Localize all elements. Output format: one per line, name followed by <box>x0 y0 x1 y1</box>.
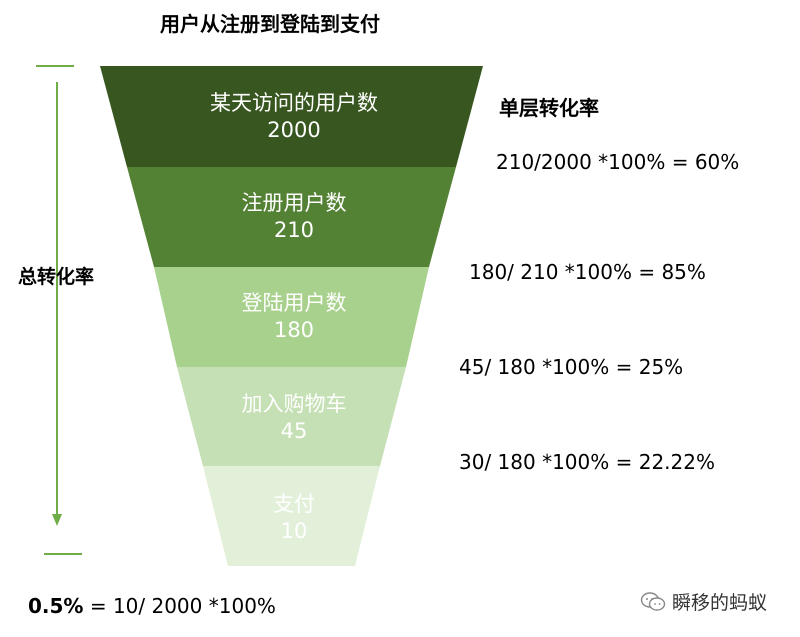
stage-label-1: 某天访问的用户数 2000 <box>180 90 408 144</box>
funnel-stage-3 <box>154 267 429 367</box>
stage-label-3: 登陆用户数 180 <box>180 290 408 344</box>
stage-label-4: 加入购物车 45 <box>180 391 408 445</box>
single-rate-heading: 单层转化率 <box>499 96 599 120</box>
total-rate-label: 总转化率 <box>18 266 95 288</box>
single-rate-1: 210/2000 *100% = 60% <box>496 150 740 174</box>
stage-name: 登陆用户数 <box>241 291 347 315</box>
stage-name: 某天访问的用户数 <box>210 91 378 115</box>
stage-value: 210 <box>273 218 315 242</box>
funnel-stage-4 <box>177 367 406 466</box>
stage-label-2: 注册用户数 210 <box>180 190 408 244</box>
watermark: 瞬移的蚂蚁 <box>640 588 767 615</box>
overall-rate-formula: = 10/ 2000 *100% <box>83 594 276 618</box>
overall-rate-value: 0.5% <box>28 594 84 618</box>
stage-value: 10 <box>280 519 308 543</box>
funnel-stage-5 <box>203 466 380 566</box>
overall-rate: 0.5% = 10/ 2000 *100% <box>28 594 276 618</box>
single-rate-2: 180/ 210 *100% = 85% <box>469 260 706 284</box>
chat-bubble-icon <box>640 591 666 611</box>
stage-name: 支付 <box>273 492 315 516</box>
stage-name: 注册用户数 <box>241 191 347 215</box>
watermark-text: 瞬移的蚂蚁 <box>672 592 768 614</box>
funnel-stage-2 <box>127 167 456 267</box>
stage-value: 45 <box>280 419 308 443</box>
single-rate-3: 45/ 180 *100% = 25% <box>459 355 684 379</box>
stage-value: 180 <box>273 318 315 342</box>
stage-value: 2000 <box>267 118 321 142</box>
single-rate-4: 30/ 180 *100% = 22.22% <box>459 450 715 474</box>
diagram-title: 用户从注册到登陆到支付 <box>160 12 380 36</box>
stage-name: 加入购物车 <box>241 392 347 416</box>
total-arrow-head <box>52 514 62 526</box>
funnel-stage-1 <box>100 66 483 167</box>
stage-label-5: 支付 10 <box>180 491 408 545</box>
